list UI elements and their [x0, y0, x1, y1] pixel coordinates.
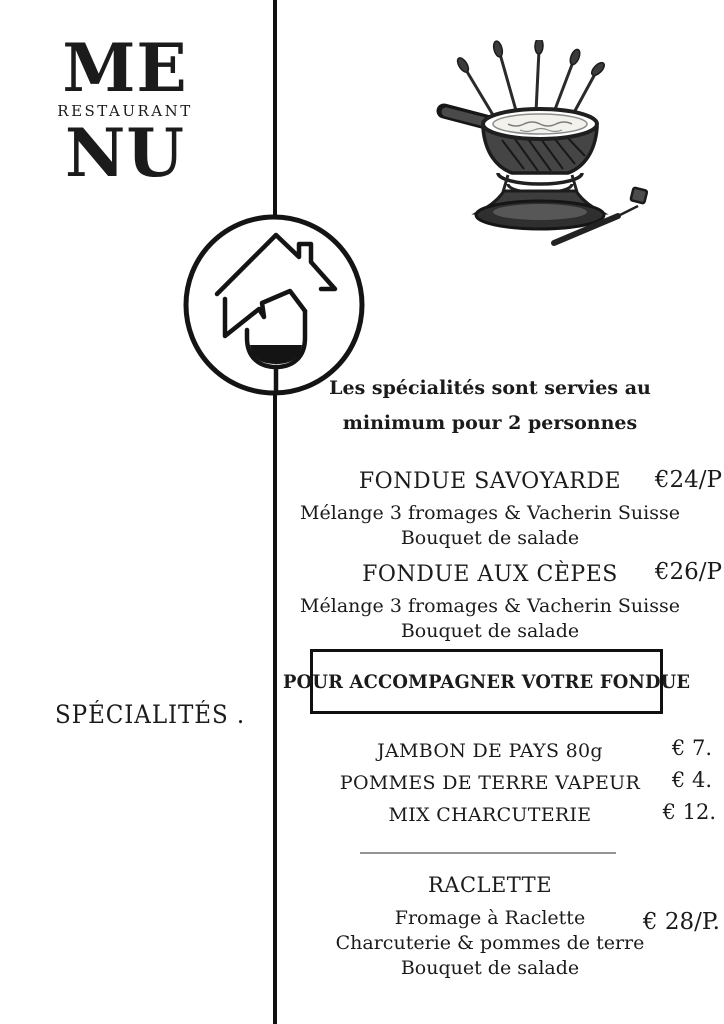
intro-line-2: minimum pour 2 personnes [342, 412, 638, 434]
menu-item-description: Bouquet de salade [400, 620, 580, 642]
menu-item-title-fondue-cepes: FONDUE AUX CÈPES [362, 562, 618, 587]
menu-item-title-fondue-savoyarde: FONDUE SAVOYARDE [358, 469, 622, 494]
price-pommes: € 4. [671, 768, 712, 792]
intro-line-1: Les spécialités sont servies au [329, 377, 651, 399]
brand-logo: ME RESTAURANT NU [56, 29, 194, 193]
price-jambon: € 7. [671, 736, 712, 760]
accompaniment-box: POUR ACCOMPAGNER VOTRE FONDUE [283, 649, 690, 714]
menu-item-description: Mélange 3 fromages & Vacherin Suisse [300, 595, 680, 617]
menu-item-description: Bouquet de salade [400, 527, 580, 549]
menu-item-description: Fromage à Raclette [394, 907, 586, 929]
fondue-pot-icon [436, 40, 649, 246]
menu-item-title-pommes: POMMES DE TERRE VAPEUR [339, 772, 641, 794]
menu-item-title-jambon: JAMBON DE PAYS 80g [377, 740, 603, 762]
brand-menu-top: ME [62, 29, 188, 107]
menu-item-title-charcuterie: MIX CHARCUTERIE [388, 804, 592, 826]
accompaniment-box-label: POUR ACCOMPAGNER VOTRE FONDUE [282, 670, 691, 693]
divider-line [360, 852, 616, 854]
house-wine-logo-icon [183, 214, 365, 396]
section-label-specialites: SPÉCIALITÉS . [55, 700, 246, 729]
menu-item-description: Mélange 3 fromages & Vacherin Suisse [300, 502, 680, 524]
menu-item-description: Bouquet de salade [400, 957, 580, 979]
menu-item-title-raclette: RACLETTE [427, 873, 553, 897]
intro-note: Les spécialités sont servies au minimum … [310, 371, 670, 441]
price-charcuterie: € 12. [662, 800, 716, 824]
price-fondue-savoyarde: €24/P [654, 467, 722, 493]
menu-item-description: Charcuterie & pommes de terre [335, 932, 645, 954]
price-fondue-cepes: €26/P [654, 559, 722, 585]
brand-menu-bottom: NU [65, 114, 185, 193]
price-raclette: € 28/P. [642, 909, 720, 935]
vertical-divider-line [273, 0, 277, 1024]
brand-restaurant-label: RESTAURANT [57, 102, 193, 121]
